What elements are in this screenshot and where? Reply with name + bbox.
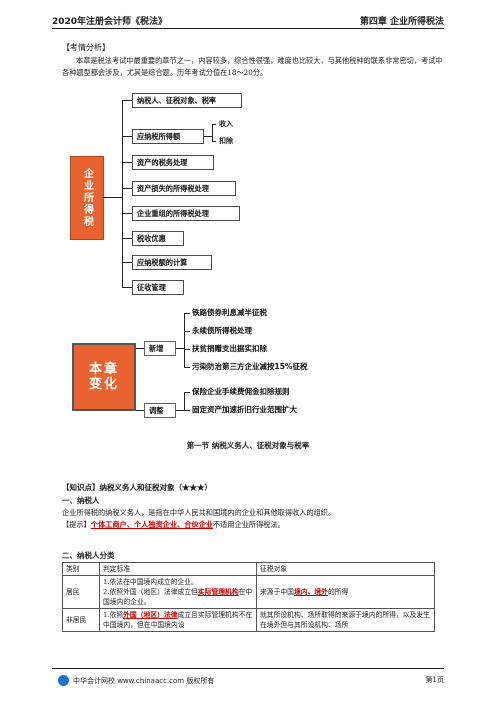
- table-row: 居民 1.依法在中国境内成立的企业。 2.依照外国（地区）法律成立但实际管理机构…: [62, 575, 435, 609]
- table-cell: 来源于中国境内、境外的所得: [256, 575, 435, 609]
- new-item: 污染防治第三方企业减按15%征税: [192, 362, 308, 371]
- adjust-label: 调整: [144, 403, 176, 418]
- table-header: 类别: [62, 562, 100, 576]
- heading-taxpayer: 一、纳税人: [62, 496, 100, 505]
- table-cell: 非居民: [62, 608, 100, 632]
- table-cell: 1.依照外国（地区）法律成立且实际管理机构不在中国境内，但在中国境内设: [99, 608, 257, 632]
- criterion-line: 2.依照外国（地区）法律成立但实际管理机构在中国境内的企业。: [103, 587, 253, 607]
- mindmap-connector: [102, 197, 122, 198]
- text: 来源于中国: [260, 588, 294, 596]
- table-cell: 居民: [62, 575, 100, 609]
- table-header: 征税对象: [256, 562, 435, 576]
- mindmap-item: 应纳税所得额: [132, 129, 204, 144]
- new-item: 扶贫捐赠支出据实扣除: [192, 344, 267, 353]
- footer-brand: 中华会计网校 www.chinaacc.com 版权所有: [58, 675, 214, 686]
- table-header-row: 类别 判定标准 征税对象: [62, 562, 435, 576]
- hint-prefix: 【提示】: [62, 520, 91, 529]
- mindmap-item: 税收优惠: [132, 231, 184, 246]
- new-item: 永续债所得税处理: [192, 326, 252, 335]
- header-title: 2020年注册会计师《税法》: [52, 17, 168, 27]
- mindmap-root: 企业所得税: [70, 156, 104, 240]
- text: 2.依照外国（地区）法律成立但: [103, 588, 198, 596]
- taxpayer-table: 类别 判定标准 征税对象 居民 1.依法在中国境内成立的企业。 2.依照外国（地…: [62, 562, 435, 632]
- mindmap-item: 纳税人、征税对象、税率: [132, 93, 242, 108]
- mindmap-item: 征收管理: [132, 280, 184, 295]
- text: 1.依照: [103, 611, 124, 619]
- highlight: 外国（地区）法律: [123, 611, 178, 619]
- mindmap-item: 应纳税额的计算: [132, 255, 212, 270]
- highlight: 境内、境外: [293, 588, 328, 596]
- criterion-line: 1.依法在中国境内成立的企业。: [103, 578, 198, 586]
- text: 的所得: [327, 588, 349, 596]
- knowledge-title: 【知识点】纳税义务人和征税对象（★★★）: [62, 483, 212, 492]
- heading-classification: 二、纳税人分类: [62, 551, 115, 560]
- adjust-item: 保险企业手续费佣金扣除规则: [192, 387, 290, 396]
- analysis-heading: 【考情分析】: [62, 43, 110, 52]
- logo-icon: [58, 675, 69, 686]
- mindmap-item: 资产损失的所得税处理: [132, 181, 236, 196]
- adjust-item: 固定资产加速折旧行业范围扩大: [192, 405, 297, 414]
- header-divider: [52, 28, 444, 29]
- text: 在中国境内的企业。: [103, 588, 253, 606]
- table-cell: 1.依法在中国境内成立的企业。 2.依照外国（地区）法律成立但实际管理机构在中国…: [99, 575, 257, 609]
- table-row: 非居民 1.依照外国（地区）法律成立且实际管理机构不在中国境内，但在中国境内设 …: [62, 608, 435, 632]
- mindmap-subitem: 扣除: [219, 137, 233, 145]
- hint-suffix: 不适用企业所得税法。: [212, 520, 285, 529]
- new-item: 铁路债券利息减半征税: [192, 308, 267, 317]
- section-title: 第一节 纳税义务人、征税对象与税率: [186, 441, 310, 450]
- hint-highlight: 个体工商户、个人独资企业、合伙企业: [90, 520, 213, 529]
- mindmap-item: 资产的税务处理: [132, 155, 214, 170]
- highlight: 实际管理机构: [197, 588, 239, 596]
- text: 成立且实际管理机构不在中国境内，但在中国境内设: [103, 611, 253, 629]
- footer-divider: [52, 668, 444, 669]
- new-label: 新增: [144, 341, 176, 356]
- mindmap-item: 企业重组的所得税处理: [132, 206, 240, 221]
- taxpayer-definition: 企业所得税的纳税义务人，是指在中华人民共和国境内的企业和其他取得收入的组织。: [62, 508, 336, 517]
- table-cell: 就其所设机构、场所取得的来源于境内的所得，以及发生在境外但与其所设机构、场所: [256, 608, 435, 632]
- chapter-title: 第四章 企业所得税法: [359, 17, 444, 27]
- hint: 【提示】个体工商户、个人独资企业、合伙企业不适用企业所得税法。: [62, 520, 285, 530]
- mindmap-subitem: 收入: [219, 120, 233, 128]
- changes-root: 本章变化: [72, 343, 136, 411]
- mindmap-trunk: [122, 100, 123, 288]
- footer-brand-text: 中华会计网校 www.chinaacc.com 版权所有: [73, 676, 215, 685]
- table-header: 判定标准: [99, 562, 257, 576]
- page-number: 第1页: [425, 676, 444, 684]
- analysis-text: 本章是税法考试中最重要的章节之一，内容较多，综合性很强，难度也比较大，与其他税种…: [62, 56, 443, 77]
